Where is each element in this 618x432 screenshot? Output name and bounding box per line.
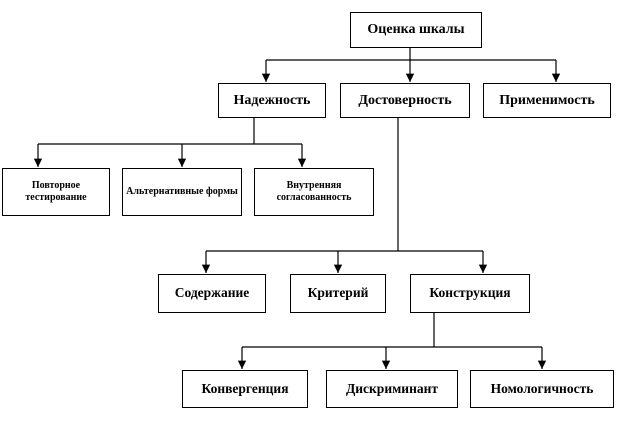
node-alternative-forms-label: Альтернативные формы	[126, 185, 238, 197]
node-content-label: Содержание	[174, 285, 250, 301]
node-scale-evaluation: Оценка шкалы	[350, 12, 482, 48]
node-construct: Конструкция	[410, 274, 530, 313]
node-scale-evaluation-label: Оценка шкалы	[367, 22, 465, 38]
node-nomological: Номологичность	[470, 370, 614, 408]
node-convergent: Конвергенция	[182, 370, 308, 408]
node-test-retest: Повторное тестирование	[2, 168, 110, 216]
node-internal-consistency: Внутренняя согласованность	[254, 168, 374, 216]
node-reliability-label: Надежность	[233, 92, 311, 108]
node-validity: Достоверность	[340, 83, 470, 118]
node-internal-consistency-label: Внутренняя согласованность	[276, 179, 352, 204]
node-construct-label: Конструкция	[429, 285, 511, 301]
node-discriminant-label: Дискриминант	[345, 380, 439, 396]
node-test-retest-label: Повторное тестирование	[25, 179, 87, 204]
node-alternative-forms: Альтернативные формы	[122, 168, 242, 216]
node-criterion: Критерий	[290, 274, 386, 313]
node-criterion-label: Критерий	[307, 285, 369, 301]
node-generalizability-label: Применимость	[499, 92, 595, 108]
node-reliability: Надежность	[218, 83, 326, 118]
node-content: Содержание	[158, 274, 266, 313]
node-discriminant: Дискриминант	[326, 370, 458, 408]
node-convergent-label: Конвергенция	[201, 380, 289, 396]
node-generalizability: Применимость	[483, 83, 611, 118]
node-validity-label: Достоверность	[358, 92, 452, 108]
node-nomological-label: Номологичность	[490, 380, 594, 396]
